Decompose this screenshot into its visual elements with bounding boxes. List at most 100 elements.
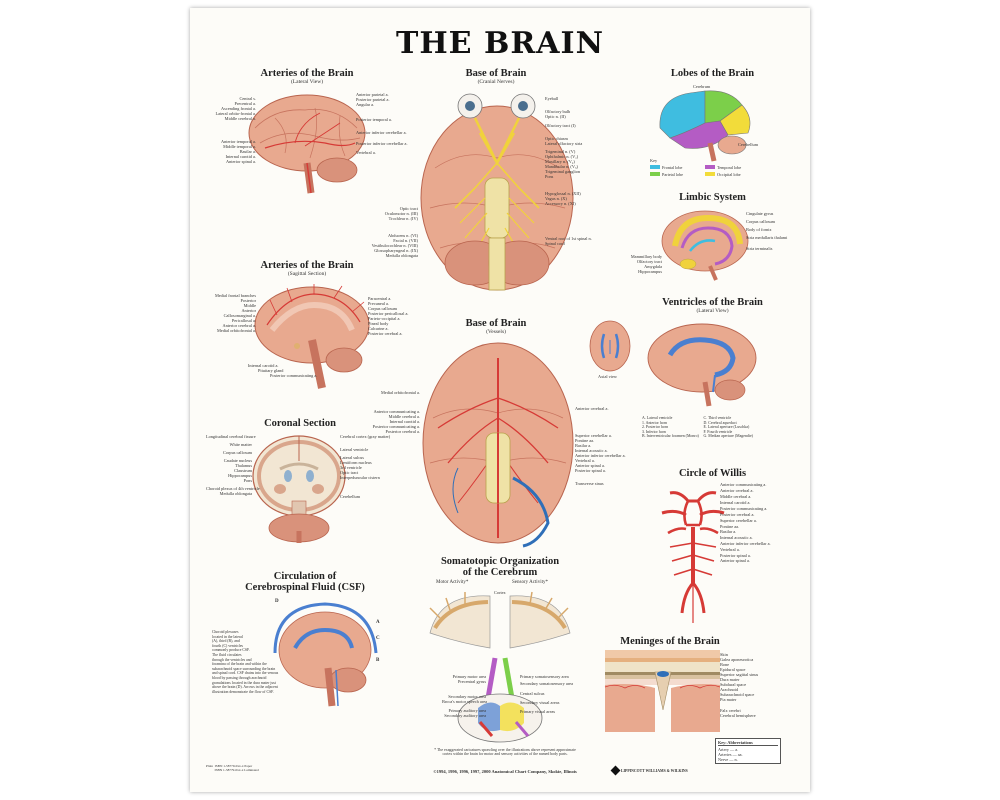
lobes-key-label: Parietal lobe: [662, 171, 684, 177]
label: Mandibular n. (V₃): [545, 164, 578, 169]
label: Posterior pericallosal a.: [368, 311, 409, 316]
label: Galea aponeurotica: [720, 657, 754, 662]
label: Medial frontal branches: [214, 293, 256, 298]
csf-letter-a: A: [376, 620, 380, 625]
somatotopic-title: Somatotopic Organization of the Cerebrum: [440, 556, 560, 578]
lobes-key-item: Temporal lobe: [705, 164, 760, 170]
sagittal-right-labels: Paracentral a. Precuneal a. Corpus callo…: [368, 296, 408, 336]
coronal-illustration: [252, 435, 346, 543]
key-label: F. Fourth ventricle: [703, 429, 733, 434]
label: Ascending frontal a.: [221, 106, 256, 111]
motor-activity-label: Motor Activity*: [436, 580, 469, 585]
label: Internal acoustic a.: [575, 448, 608, 453]
key-label: G. Median aperture (Magendie): [703, 434, 753, 439]
abbreviation-row: Nerve — n.: [718, 757, 738, 762]
label: 3rd ventricle: [340, 465, 362, 470]
label: Maxillary n. (V₂): [545, 159, 575, 164]
label: Skin: [720, 652, 728, 657]
label: Internal carotid a.: [389, 419, 420, 424]
label: Central s.: [239, 96, 256, 101]
label: Pineal body: [368, 321, 389, 326]
label: Lentiform nucleus: [340, 460, 372, 465]
label: Accessory n. (XI): [545, 201, 576, 206]
copyright: ©1994, 1996, 1996, 1997, 2000 Anatomical…: [433, 769, 577, 774]
label: Basilar a.: [575, 443, 592, 448]
label: Olfactory bulb: [545, 109, 571, 114]
label: Secondary auditory area: [444, 713, 486, 718]
label: Anterior communicating a.: [373, 409, 420, 414]
label: Pericallosal a.: [231, 318, 256, 323]
arteries-sagittal-title: Arteries of the Brain: [260, 260, 354, 271]
abbreviation-row: Arteries — aa.: [718, 752, 743, 757]
label: Secondary visual areas: [520, 700, 560, 705]
abbreviation-row: Artery — a.: [718, 747, 739, 752]
base-cranial-subtitle: (Cranial Nerves): [477, 79, 515, 85]
label: Anterior inferior cerebellar a.: [575, 453, 626, 458]
label: Claustrum: [234, 468, 252, 473]
cranial-right-labels: Eyeball Olfactory bulb Optic n. (II) Olf…: [545, 96, 592, 246]
label: Cingulate gyrus: [746, 211, 774, 216]
somatotopic-illustration: [429, 591, 571, 743]
lobes-top-label: Cerebrum: [693, 84, 711, 89]
cranial-left-labels: Optic tract Oculomotor n. (III) Trochlea…: [366, 206, 418, 258]
key-label: B. Interventricular foramen (Monro): [642, 434, 699, 439]
ventricles-subtitle: (Lateral View): [696, 308, 729, 314]
label: Anterior cerebral a.: [720, 488, 754, 493]
label: Anterior communicating a.: [720, 482, 767, 487]
lobes-key-item: Parietal lobe: [650, 171, 705, 177]
label: Facial n. (VII): [393, 238, 418, 243]
key-label: 2. Posterior horn: [642, 425, 669, 430]
color-swatch: [705, 172, 715, 176]
key-label: 3. Inferior horn: [642, 429, 666, 434]
base-cranial-title: Base of Brain: [465, 68, 527, 79]
label: Basilar a.: [239, 149, 256, 154]
csf-letter-c: C: [376, 636, 380, 641]
label: Middle cerebral a.: [224, 116, 256, 121]
axial-view-label: Axial view: [598, 374, 617, 379]
label: Hypoglossal n. (XII): [545, 191, 581, 196]
label: Central sulcus: [520, 691, 545, 696]
label: Corpus callosum: [222, 450, 252, 455]
coronal-right-labels: Cerebral cortex (gray matter) Lateral ve…: [340, 434, 390, 499]
label: Anterior inferior cerebellar a.: [356, 130, 407, 135]
label: Trochlear n. (IV): [388, 216, 418, 221]
label: Stria medullaris thalami: [746, 235, 788, 240]
coronal-title: Coronal Section: [264, 418, 336, 429]
ventricle-key: A. Lateral ventricle C. Third ventricle …: [642, 416, 762, 439]
label: Thalamus: [235, 463, 252, 468]
meninges-title: Meninges of the Brain: [620, 636, 720, 647]
lobes-key-item: Frontal lobe: [650, 164, 705, 170]
abbreviations-key: Key: Abbreviations Artery — a. Arteries …: [715, 738, 781, 764]
base-vessels-title: Base of Brain: [465, 318, 527, 329]
label: Primary visual areas: [520, 709, 556, 714]
coronal-left-labels: Longitudinal cerebral fissure White matt…: [206, 434, 260, 496]
color-swatch: [650, 172, 660, 176]
label: Body of fornix: [746, 227, 772, 232]
meninges-right-labels: Skin Galea aponeurotica Bone Epidural sp…: [720, 652, 758, 718]
label: Middle temporal a.: [223, 144, 256, 149]
color-swatch: [650, 165, 660, 169]
label: Callosomarginal a.: [223, 313, 256, 318]
label: Olfactory tract (I): [545, 123, 576, 128]
label: Cerebellum: [340, 494, 361, 499]
label: Longitudinal cerebral fissure: [206, 434, 256, 439]
label: Lateral sulcus: [340, 455, 364, 460]
label: Subdural space: [720, 682, 747, 687]
label: Lateral olfactory stria: [545, 141, 583, 146]
arteries-lateral-subtitle: (Lateral View): [290, 79, 324, 85]
label: Anterior parietal a.: [356, 92, 389, 97]
label: Anterior cerebral a.: [575, 406, 609, 411]
vessels-right-labels: Anterior cerebral a. Superior cerebellar…: [575, 406, 626, 486]
label: Precuneal a.: [368, 301, 389, 306]
key-label: E. Lateral aperture (Luschka): [703, 425, 750, 430]
key-label: D. Cerebral aqueduct: [703, 420, 737, 425]
lobes-illustration: [659, 90, 751, 162]
limbic-title: Limbic System: [679, 192, 746, 203]
label: Internal carotid a.: [248, 363, 279, 368]
label: Anterior cerebral a.: [222, 323, 256, 328]
cranial-nerves-illustration: [420, 93, 574, 291]
footnote: * The exaggerated caricatures sprawling …: [434, 748, 576, 756]
label: Internal carotid a.: [720, 500, 751, 505]
label: Medulla oblongata: [219, 491, 252, 496]
label: Lateral orbito-frontal a.: [215, 111, 256, 116]
